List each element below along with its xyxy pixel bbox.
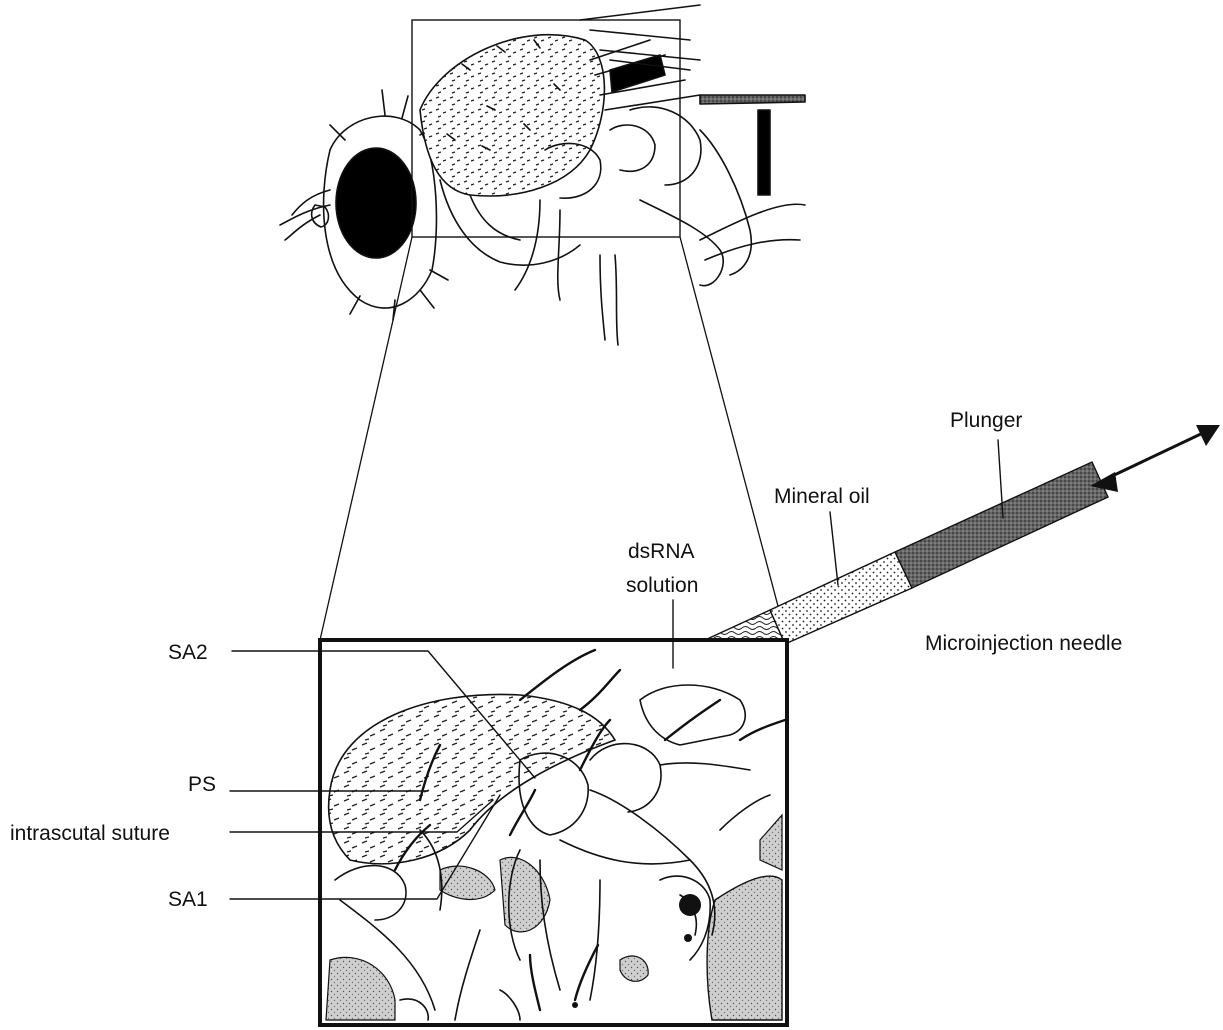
mineral-oil-segment [770,552,912,644]
label-ps: PS [188,773,216,796]
label-mineral-oil: Mineral oil [774,485,870,508]
fly-illustration [280,5,805,345]
label-dsrna-line2: solution [626,574,698,597]
label-microinjection-needle: Microinjection needle [925,632,1122,655]
compound-eye [336,148,416,258]
label-plunger: Plunger [950,409,1022,432]
spiracle [679,894,701,916]
label-sa2: SA2 [168,641,208,664]
plunger-segment [895,462,1108,588]
label-intrascutal-suture: intrascutal suture [10,822,170,845]
label-dsrna-line1: dsRNA [628,540,695,563]
projection-line-left [320,237,412,640]
label-sa1: SA1 [168,888,208,911]
